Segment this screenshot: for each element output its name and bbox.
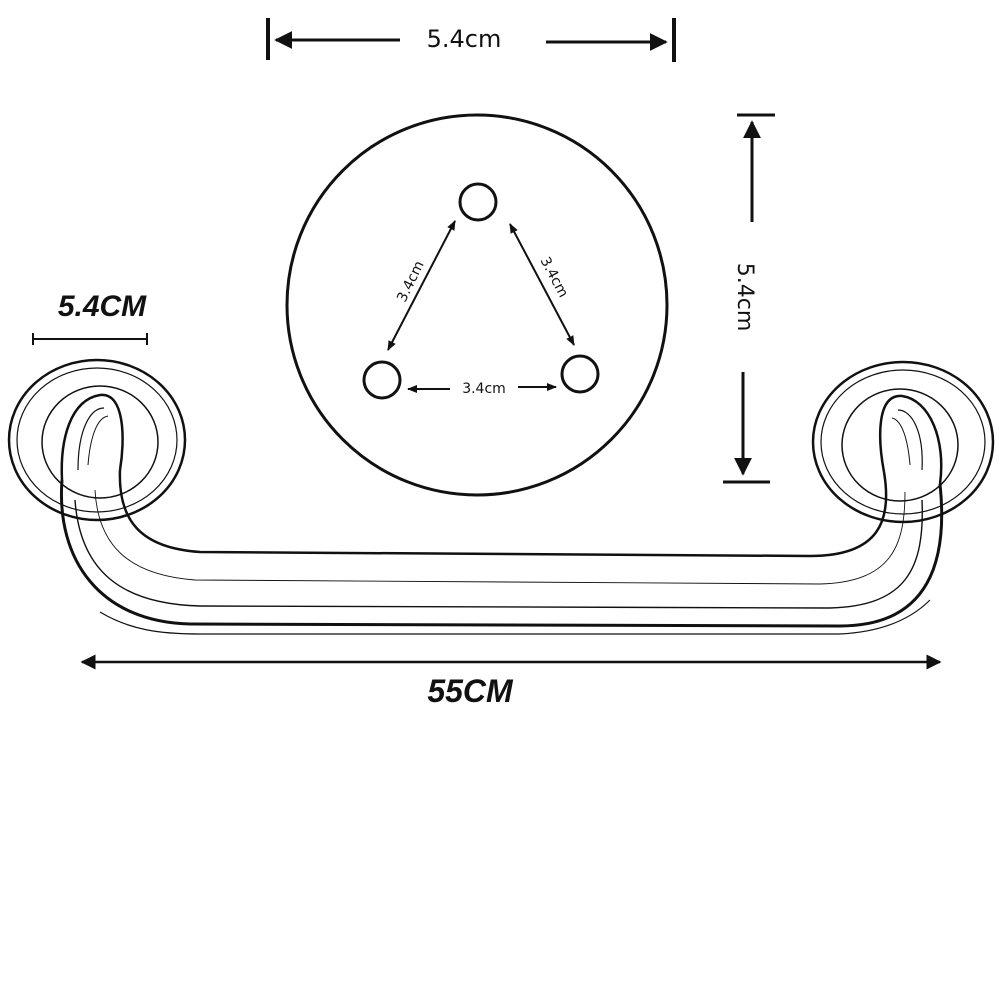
mounting-plate: 3.4cm 3.4cm 3.4cm [285,113,669,497]
plate-width-dimension: 5.4cm [266,18,676,62]
screw-hole-top [458,182,498,222]
hole-spacing-right-arrow [509,223,575,346]
hole-spacing-right-label: 3.4cm [537,254,572,300]
flange-diameter-label: 5.4CM [58,290,147,323]
hole-spacing-left-arrow [387,220,456,351]
plate-outline [285,113,669,497]
grab-bar-illustration [7,358,995,635]
hole-spacing-bottom-label: 3.4cm [462,381,506,397]
bar-length-label: 55CM [427,673,514,709]
flange-diameter-dimension: 5.4CM [32,290,148,345]
left-flange [7,358,187,522]
plate-width-label: 5.4cm [427,25,502,53]
screw-hole-right [560,354,600,394]
bar-tube [59,479,944,628]
right-flange [811,360,995,524]
screw-hole-left [362,360,402,400]
plate-height-dimension: 5.4cm [723,113,775,484]
plate-height-label: 5.4cm [732,263,757,332]
bar-length-dimension: 55CM [80,654,942,709]
